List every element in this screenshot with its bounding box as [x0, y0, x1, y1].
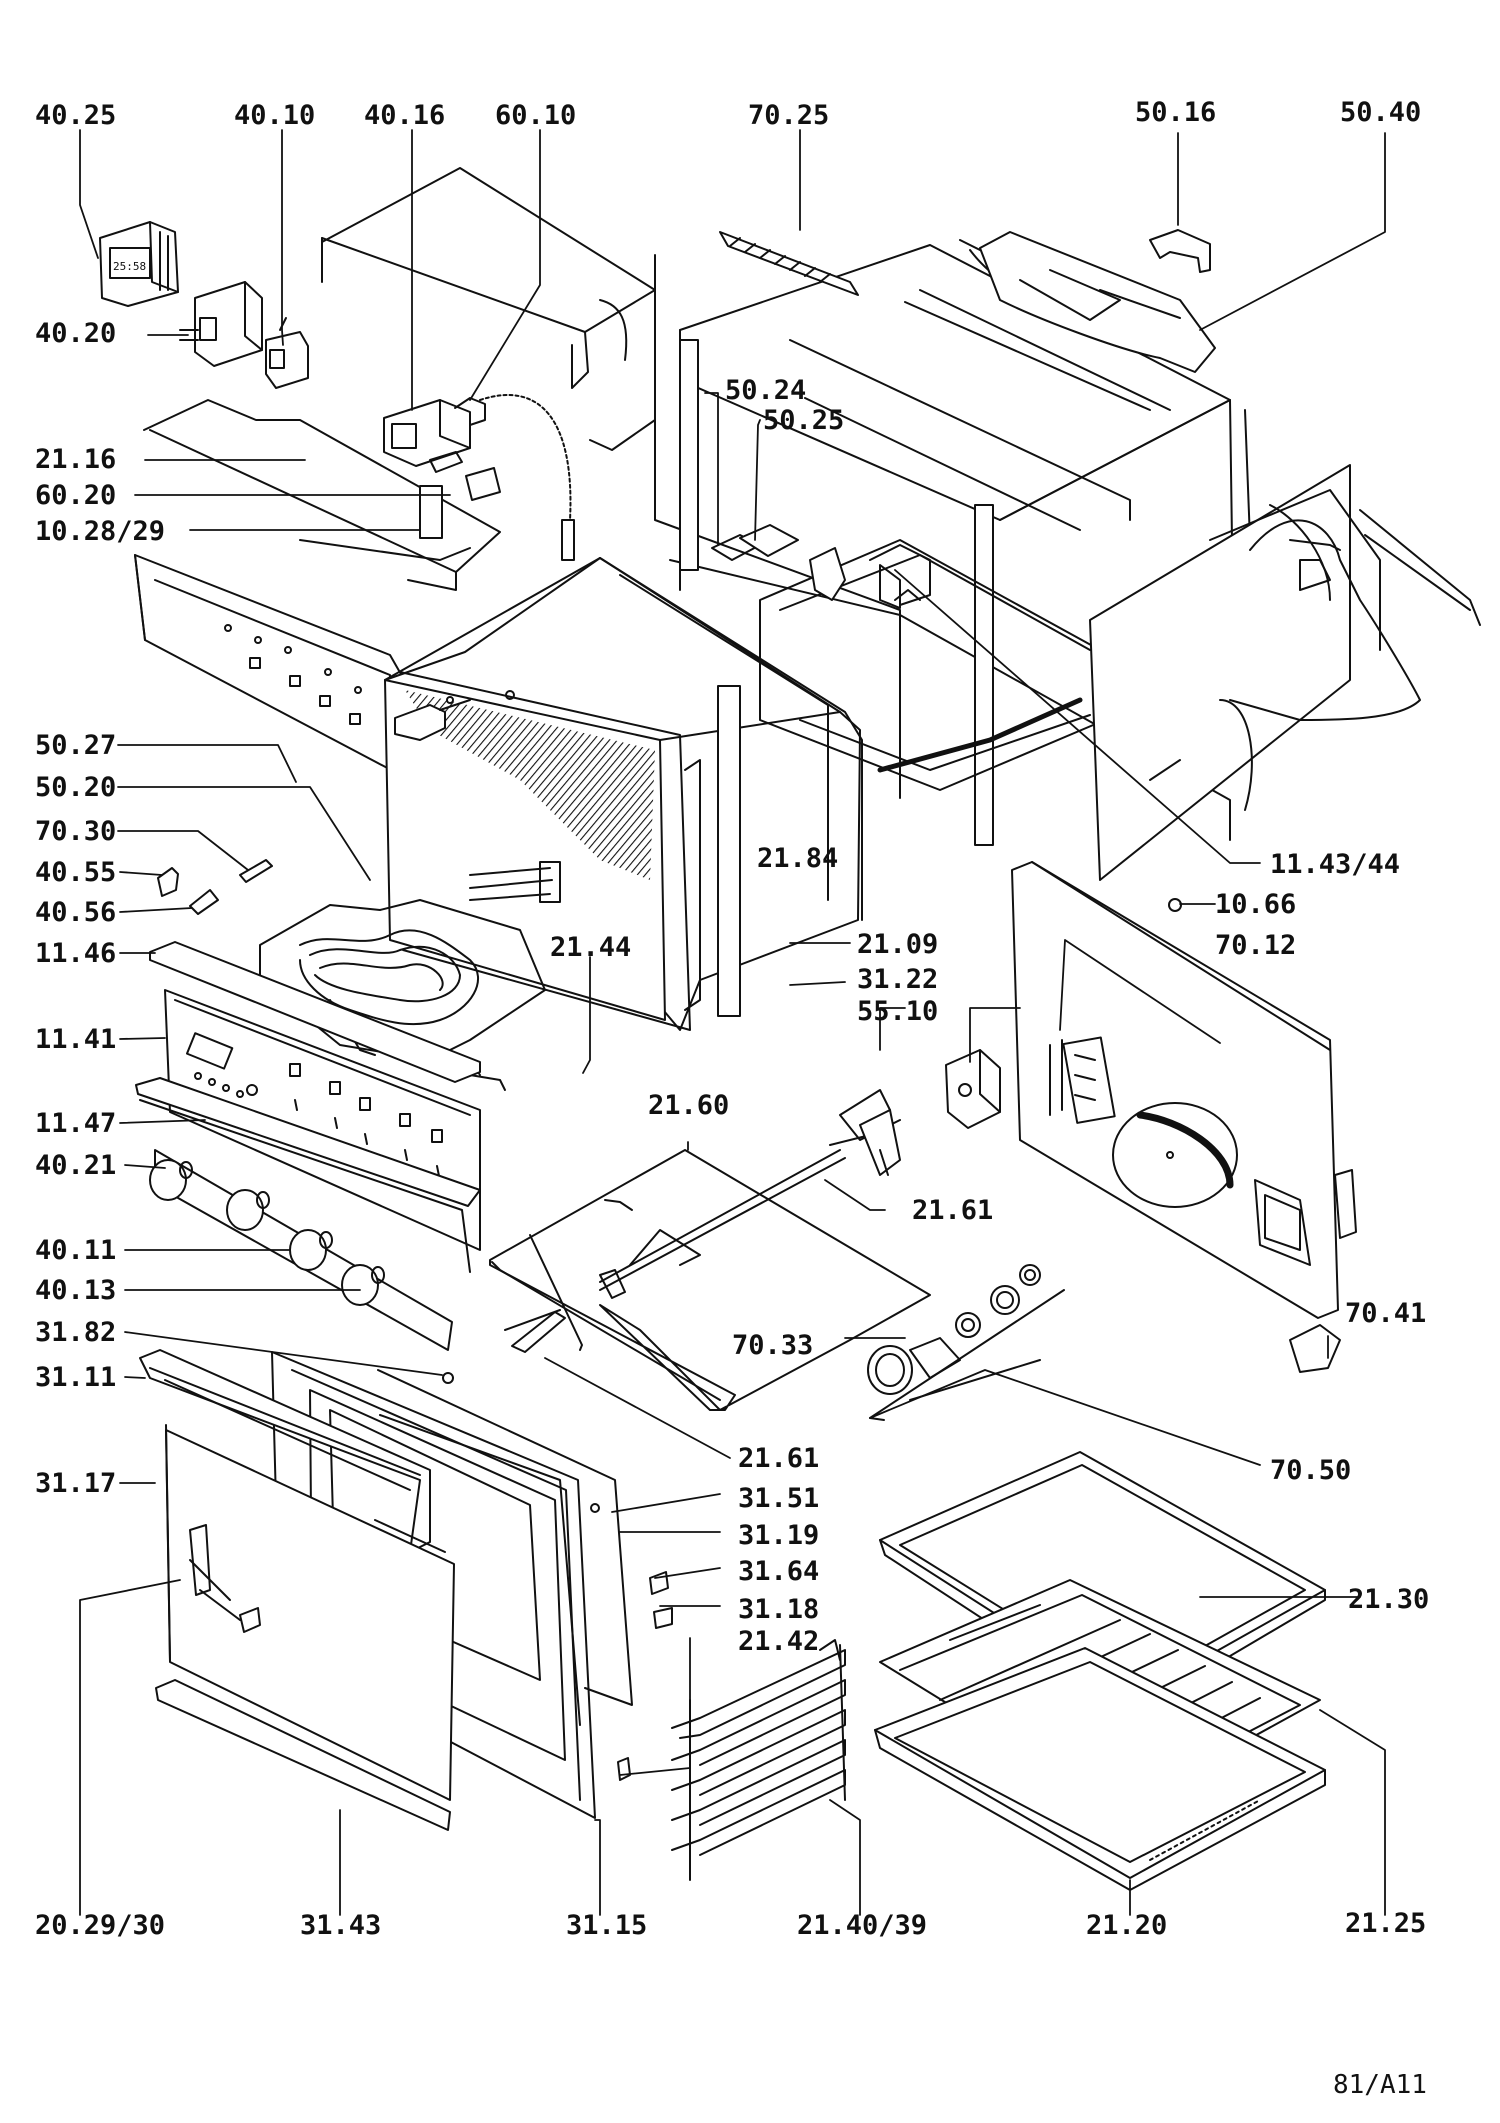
door-assembly [139, 1349, 673, 1831]
part-label: 31.22 [857, 964, 939, 995]
part-label: 11.46 [35, 938, 117, 969]
hatched-panel [405, 690, 655, 880]
part-label: 50.25 [763, 405, 845, 436]
part-label: 55.10 [857, 996, 939, 1027]
shelf-support [671, 1639, 846, 1881]
control-panel-front [164, 989, 481, 1251]
bracket [1149, 229, 1211, 273]
motor-55-10 [945, 1049, 1001, 1129]
part-label: 50.20 [35, 772, 117, 803]
part-label: 70.41 [1345, 1298, 1427, 1329]
part-label: 60.10 [495, 100, 577, 131]
part-label: 40.13 [35, 1275, 117, 1306]
part-label: 40.16 [364, 100, 446, 131]
spit-support [859, 1109, 901, 1176]
wire-clip [561, 519, 575, 561]
screw [239, 859, 273, 883]
part-label: 40.25 [35, 100, 117, 131]
screw-31-82 [442, 1372, 454, 1384]
top-element [979, 231, 1216, 373]
control-knobs [149, 1159, 385, 1306]
part-label: 31.11 [35, 1362, 117, 1393]
bulb-holder-2 [189, 889, 219, 915]
lower-trim-rail [135, 1077, 481, 1273]
part-label: 40.55 [35, 857, 117, 888]
part-label: 20.29/30 [35, 1910, 166, 1941]
part-label: 10.66 [1215, 889, 1297, 920]
part-label: 31.64 [738, 1556, 820, 1587]
part-label: 70.50 [1270, 1455, 1352, 1486]
probe-holder [394, 704, 446, 741]
top-cover-plate [321, 167, 656, 451]
part-label: 21.60 [648, 1090, 730, 1121]
part-label: 40.10 [234, 100, 316, 131]
part-label: 11.47 [35, 1108, 117, 1139]
part-label: 40.20 [35, 318, 117, 349]
spit-rod [599, 1089, 901, 1299]
part-label: 50.16 [1135, 97, 1217, 128]
part-label: 21.09 [857, 929, 939, 960]
part-label: 11.41 [35, 1024, 117, 1055]
control-plate [143, 399, 501, 591]
spit-handle [511, 1311, 566, 1353]
bulb-holder [157, 867, 179, 897]
part-label: 60.20 [35, 480, 117, 511]
wire [479, 394, 572, 521]
terminal-strip [719, 231, 859, 296]
part-label: 50.40 [1340, 97, 1422, 128]
front-frame-rail [134, 554, 411, 781]
connector-small [429, 451, 501, 501]
top-trim-rail [149, 941, 481, 1083]
part-label: 31.17 [35, 1468, 117, 1499]
part-label: 21.42 [738, 1626, 820, 1657]
timer-module: 25:58 [99, 221, 179, 307]
part-label: 70.12 [1215, 930, 1297, 961]
outer-housing [654, 239, 1481, 881]
part-label: 50.24 [725, 375, 807, 406]
part-label: 70.30 [35, 816, 117, 847]
part-label: 21.30 [1348, 1584, 1430, 1615]
part-label: 21.40/39 [797, 1910, 928, 1941]
part-label: 21.16 [35, 444, 117, 475]
part-label: 31.43 [300, 1910, 382, 1941]
part-label: 40.56 [35, 897, 117, 928]
part-label: 21.61 [738, 1443, 820, 1474]
part-label: 21.61 [912, 1195, 994, 1226]
part-label: 40.21 [35, 1150, 117, 1181]
selector-switch [265, 317, 309, 389]
grill-element-connectors [469, 861, 561, 903]
figure-reference: 81/A11 [1333, 2070, 1427, 2100]
part-label: 31.18 [738, 1594, 820, 1625]
spit-fork [504, 1309, 561, 1331]
part-label: 21.44 [550, 932, 632, 963]
part-label: 21.25 [1345, 1908, 1427, 1939]
part-label: 70.33 [732, 1330, 814, 1361]
part-label: 31.82 [35, 1317, 117, 1348]
wire-rack [489, 1149, 931, 1411]
part-label: 21.20 [1086, 1910, 1168, 1941]
rear-heating-element [1229, 519, 1421, 721]
part-label: 11.43/44 [1270, 849, 1401, 880]
leader-lines [79, 129, 1386, 1916]
part-label: 40.11 [35, 1235, 117, 1266]
part-label: 31.15 [566, 1910, 648, 1941]
sidewall-panel [1011, 861, 1357, 1373]
switch-block [179, 281, 263, 367]
lamp-bracket [809, 547, 846, 601]
part-label: 10.28/29 [35, 516, 166, 547]
turnspit-bearing [867, 1264, 1065, 1421]
part-label: 31.19 [738, 1520, 820, 1551]
part-label: 70.25 [748, 100, 830, 131]
relay [383, 397, 486, 467]
part-label: 21.84 [757, 843, 839, 874]
oven-cavity [384, 557, 863, 1031]
part-label: 31.51 [738, 1483, 820, 1514]
svg-text:25:58: 25:58 [113, 260, 146, 273]
part-label: 50.27 [35, 730, 117, 761]
